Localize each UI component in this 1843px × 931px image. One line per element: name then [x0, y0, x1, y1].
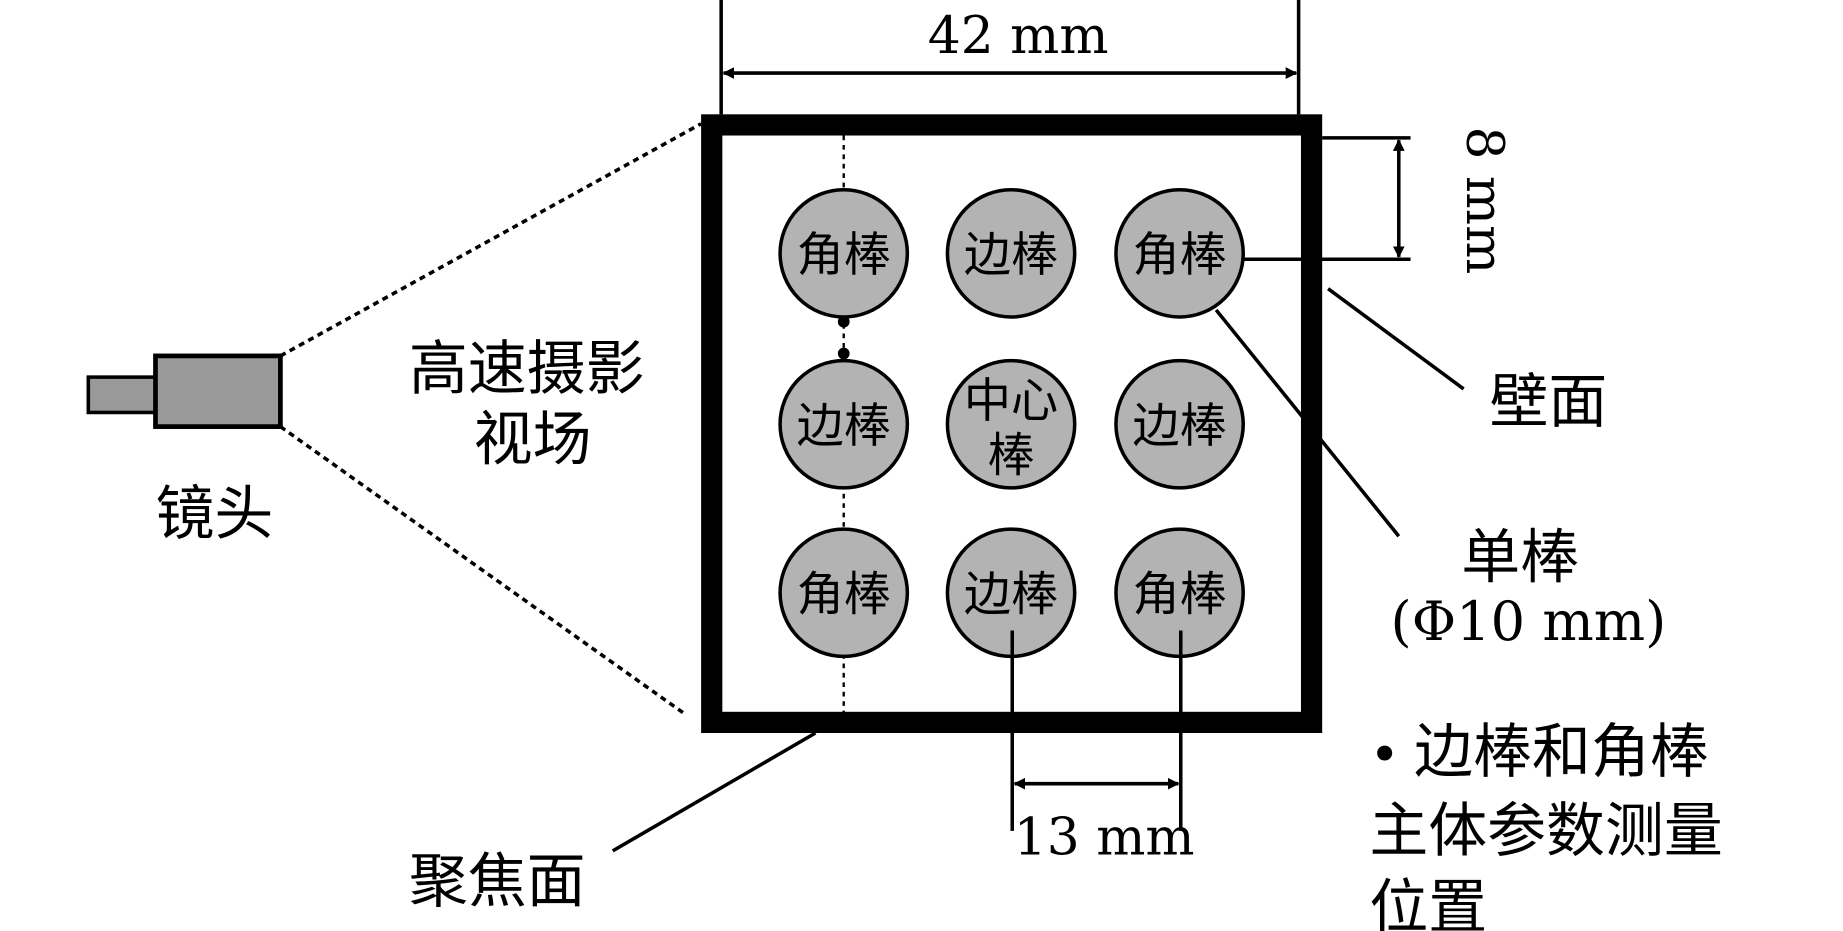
gap-dimension-label: 8 mm [1454, 126, 1514, 274]
rod-circle [945, 187, 1077, 319]
focus-dot [837, 315, 850, 328]
note-line1: 边棒和角棒 [1414, 717, 1709, 786]
rod-circle [778, 527, 910, 659]
rod-label-line2: 棒 [987, 428, 1034, 483]
wall-leader [1327, 287, 1465, 391]
note-line3: 位置 [1369, 872, 1487, 931]
rod-circle [1114, 358, 1245, 490]
rod-label: 边棒 [1132, 399, 1226, 454]
fov-label-line1: 高速摄影 [409, 334, 645, 403]
rod-diameter-label: (Φ10 mm) [1391, 590, 1667, 653]
focus-dot [837, 347, 850, 360]
rod-circle [945, 358, 1077, 490]
camera-lens-icon [86, 353, 283, 429]
rod-label: 角棒 [797, 228, 891, 283]
wall-label: 壁面 [1490, 367, 1608, 436]
rod-label: 角棒 [797, 567, 891, 622]
focal-plane-label: 聚焦面 [409, 847, 586, 916]
rod-circle [778, 358, 910, 490]
rod-circle [1114, 187, 1245, 319]
focal-plane-leader [611, 731, 817, 853]
fov-line-bottom [279, 425, 685, 715]
note-bullet: • [1369, 725, 1400, 785]
fov-label-line2: 视场 [474, 405, 592, 474]
note-line2: 主体参数测量 [1369, 796, 1722, 865]
fov-line-top [279, 122, 702, 358]
rod-label: 边棒 [964, 228, 1058, 283]
rod-label: 角棒 [1132, 228, 1226, 283]
width-dimension-label: 42 mm [928, 6, 1109, 66]
rod-label: 中心 [964, 374, 1058, 429]
pitch-dimension-label: 13 mm [1014, 807, 1195, 867]
rod-grid: 角棒边棒角棒边棒中心棒边棒角棒边棒角棒 [778, 187, 1245, 659]
single-rod-label: 单棒 [1461, 522, 1579, 591]
rod-label: 边棒 [797, 399, 891, 454]
rod-label: 边棒 [964, 567, 1058, 622]
lens-label: 镜头 [155, 479, 273, 548]
single-rod-leader [1214, 308, 1401, 538]
rod-label: 角棒 [1132, 567, 1226, 622]
